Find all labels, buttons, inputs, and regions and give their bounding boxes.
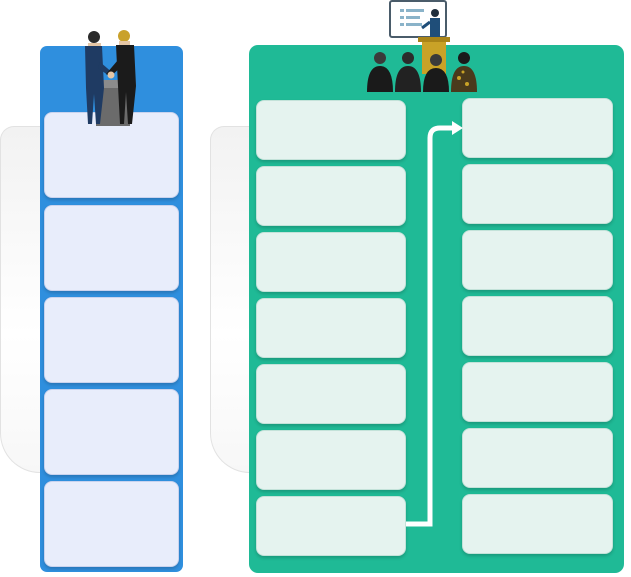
right-right-box-6 (462, 428, 613, 488)
right-left-box-7-text (257, 497, 405, 513)
arrow-right-icon (406, 121, 463, 527)
right-left-box-3 (256, 232, 406, 292)
right-left-box-5-text (257, 365, 405, 381)
right-left-box-4 (256, 298, 406, 358)
right-right-box-3 (462, 230, 613, 290)
right-right-box-2 (462, 164, 613, 224)
right-left-box-3-text (257, 233, 405, 249)
right-right-box-3-text (463, 231, 612, 247)
presentation-audience-icon (367, 0, 477, 92)
right-left-box-5 (256, 364, 406, 424)
left-box-5 (44, 481, 179, 567)
right-right-box-7-text (463, 495, 612, 511)
right-left-box-6-text (257, 431, 405, 447)
right-right-box-6-text (463, 429, 612, 445)
right-left-box-2-text (257, 167, 405, 183)
left-box-3 (44, 297, 179, 383)
left-box-2 (44, 205, 179, 291)
left-box-1 (44, 112, 179, 198)
right-right-box-1 (462, 98, 613, 158)
right-left-box-4-text (257, 299, 405, 315)
left-box-4-text (45, 390, 178, 406)
left-box-5-text (45, 482, 178, 498)
right-left-box-1-text (257, 101, 405, 117)
right-right-box-2-text (463, 165, 612, 181)
right-left-box-2 (256, 166, 406, 226)
right-right-box-5-text (463, 363, 612, 379)
left-box-4 (44, 389, 179, 475)
right-right-box-5 (462, 362, 613, 422)
right-right-box-4-text (463, 297, 612, 313)
right-right-box-4 (462, 296, 613, 356)
left-box-3-text (45, 298, 178, 314)
handshake-icon (85, 30, 136, 126)
right-right-box-7 (462, 494, 613, 554)
right-right-box-1-text (463, 99, 612, 115)
right-left-box-1 (256, 100, 406, 160)
left-box-2-text (45, 206, 178, 222)
right-left-box-6 (256, 430, 406, 490)
right-left-box-7 (256, 496, 406, 556)
